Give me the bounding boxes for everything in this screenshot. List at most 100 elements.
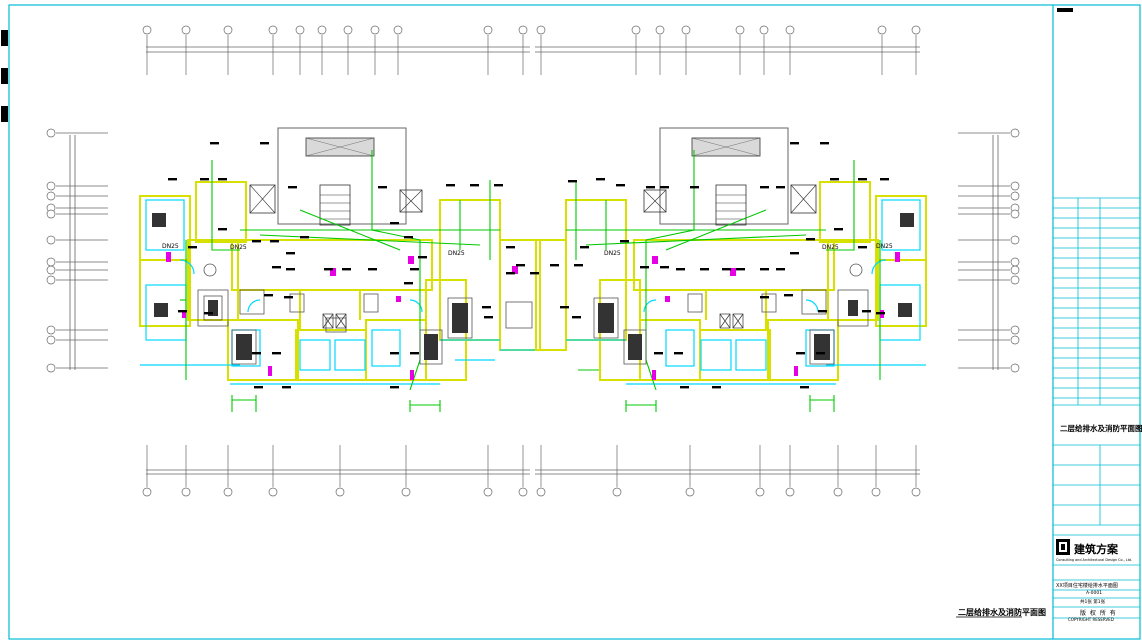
annotation-mark bbox=[806, 238, 815, 241]
annotation-mark bbox=[876, 312, 885, 315]
annotation-mark bbox=[690, 186, 699, 189]
annotation-mark bbox=[790, 142, 799, 145]
axis-bubble bbox=[46, 191, 56, 201]
axis-bubble bbox=[612, 487, 622, 497]
annotation-mark bbox=[712, 386, 721, 389]
annotation-mark bbox=[168, 178, 177, 181]
axis-bubble bbox=[46, 265, 56, 275]
annotation-mark bbox=[574, 264, 583, 267]
axis-bubble bbox=[46, 275, 56, 285]
axis-bubble bbox=[1010, 191, 1020, 201]
annotation-mark bbox=[760, 296, 769, 299]
axis-bubble bbox=[877, 25, 887, 35]
axis-bubble bbox=[223, 25, 233, 35]
annotation-mark bbox=[760, 268, 769, 271]
axis-bubble bbox=[483, 25, 493, 35]
annotation-mark bbox=[410, 268, 419, 271]
edge-mark bbox=[1, 30, 8, 46]
annotation-mark bbox=[418, 256, 427, 259]
axis-bubble bbox=[759, 25, 769, 35]
annotation-mark bbox=[482, 306, 491, 309]
annotation-mark bbox=[830, 178, 839, 181]
annotation-mark bbox=[700, 268, 709, 271]
annotation-mark bbox=[620, 240, 629, 243]
annotation-mark bbox=[858, 246, 867, 249]
annotation-mark bbox=[254, 386, 263, 389]
annotation-mark bbox=[300, 236, 309, 239]
axis-bubble bbox=[370, 25, 380, 35]
sheet-line: 共1张 第1张 bbox=[1080, 600, 1106, 605]
axis-bubble bbox=[1010, 363, 1020, 373]
annotation-mark bbox=[282, 386, 291, 389]
annotation-mark bbox=[760, 186, 769, 189]
bottom-axis-bubbles bbox=[142, 445, 921, 497]
axis-bubble bbox=[142, 487, 152, 497]
sheet-border bbox=[8, 4, 1141, 640]
annotation-mark bbox=[494, 184, 503, 187]
fixture-tag: DN25 bbox=[876, 243, 893, 250]
axis-bubble bbox=[46, 128, 56, 138]
annotation-mark bbox=[404, 236, 413, 239]
annotation-mark bbox=[646, 186, 655, 189]
annotation-mark bbox=[252, 352, 261, 355]
project-line: XX项目住宅楼给排水平面图 bbox=[1056, 583, 1118, 589]
annotation-mark bbox=[210, 142, 219, 145]
axis-bubble bbox=[295, 25, 305, 35]
annotation-mark bbox=[284, 296, 293, 299]
annotation-mark bbox=[796, 352, 805, 355]
axis-bubble bbox=[755, 487, 765, 497]
annotation-mark bbox=[616, 184, 625, 187]
annotation-mark bbox=[188, 246, 197, 249]
annotation-mark bbox=[516, 264, 525, 267]
annotation-mark bbox=[390, 352, 399, 355]
axis-bubble bbox=[1010, 181, 1020, 191]
annotation-mark bbox=[560, 306, 569, 309]
company-name-en: Consulting and Architectural Design Co.,… bbox=[1056, 558, 1133, 562]
fixture-tag: DN25 bbox=[230, 244, 247, 251]
axis-bubble bbox=[181, 25, 191, 35]
axis-bubble bbox=[1010, 128, 1020, 138]
axis-bubble bbox=[317, 25, 327, 35]
axis-bubble bbox=[46, 363, 56, 373]
annotation-mark bbox=[378, 186, 387, 189]
axis-bubble bbox=[911, 25, 921, 35]
annotation-mark bbox=[858, 178, 867, 181]
axis-bubble bbox=[401, 487, 411, 497]
axis-bubble bbox=[785, 487, 795, 497]
annotation-mark bbox=[286, 252, 295, 255]
annotation-mark bbox=[286, 268, 295, 271]
axis-bubble bbox=[46, 235, 56, 245]
axis-bubble bbox=[46, 325, 56, 335]
annotation-mark bbox=[404, 282, 413, 285]
annotation-mark bbox=[272, 266, 281, 269]
axis-bubble bbox=[1010, 335, 1020, 345]
annotation-mark bbox=[390, 222, 399, 225]
top-axis-bubbles bbox=[142, 25, 921, 75]
axis-bubble bbox=[518, 487, 528, 497]
annotation-mark bbox=[776, 268, 785, 271]
annotation-mark bbox=[260, 142, 269, 145]
annotation-marks bbox=[168, 142, 889, 389]
copyright-en: COPYRIGHT RESERVED bbox=[1068, 617, 1114, 622]
axis-bubble bbox=[655, 25, 665, 35]
axis-bubble bbox=[1010, 265, 1020, 275]
axis-bubble bbox=[911, 487, 921, 497]
axis-bubble bbox=[871, 487, 881, 497]
annotation-mark bbox=[880, 178, 889, 181]
annotation-mark bbox=[264, 294, 273, 297]
annotation-mark bbox=[640, 266, 649, 269]
title-block-drawing-name: 二层给排水及消防平面图 bbox=[1060, 424, 1142, 433]
annotation-mark bbox=[200, 178, 209, 181]
annotation-mark bbox=[736, 268, 745, 271]
annotation-mark bbox=[530, 272, 539, 275]
annotation-mark bbox=[446, 184, 455, 187]
axis-bubble bbox=[536, 487, 546, 497]
annotation-mark bbox=[680, 386, 689, 389]
axis-bubble bbox=[393, 25, 403, 35]
axis-bubble bbox=[181, 487, 191, 497]
axis-bubble bbox=[335, 487, 345, 497]
drawing-caption: 二层给排水及消防平面图 bbox=[958, 608, 1046, 617]
axis-bubble bbox=[681, 25, 691, 35]
axis-dimension-lines bbox=[69, 46, 999, 475]
annotation-mark bbox=[204, 312, 213, 315]
